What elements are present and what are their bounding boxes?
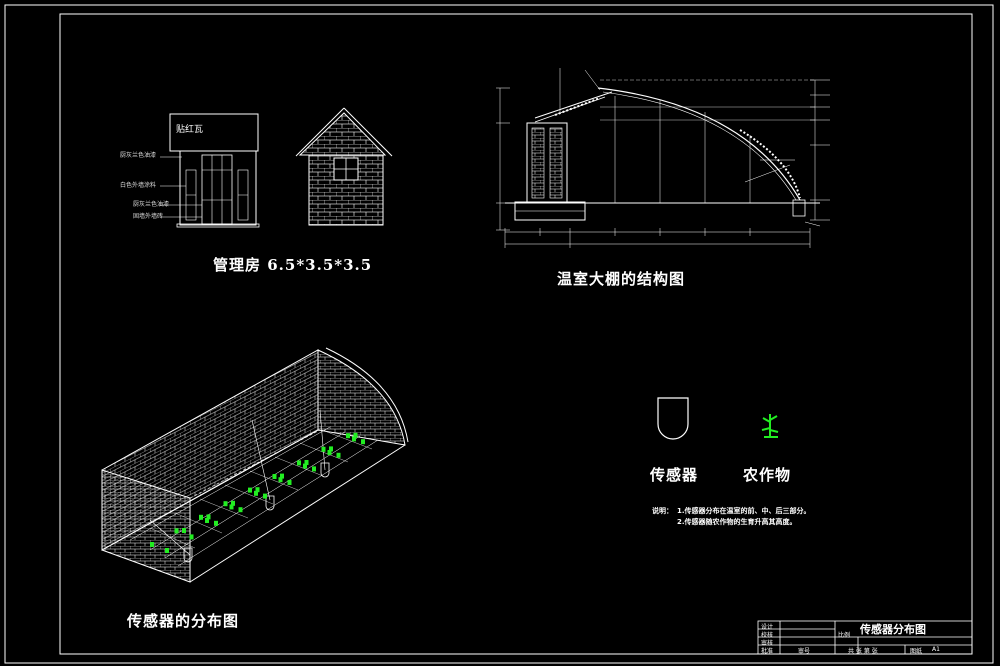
title-block-scale: 比例 <box>838 632 851 639</box>
drawing-title: 传感器分布图 <box>860 623 926 636</box>
title-block-row-approve: 批准 <box>761 648 774 655</box>
crop-marker <box>346 433 350 439</box>
sensor-layout-isometric <box>101 347 409 583</box>
greenhouse-structure-section <box>496 68 830 248</box>
crop-marker <box>231 500 235 506</box>
title-block-sheet-label: 图纸 <box>910 648 923 655</box>
title-block-audit: 审号 <box>798 648 811 655</box>
crop-markers <box>150 432 365 553</box>
crop-marker <box>214 520 218 526</box>
management-house-side <box>295 107 393 226</box>
title-block-sheet-size: A1 <box>932 646 940 653</box>
inner-frame <box>59 13 973 655</box>
crop-marker <box>248 487 252 493</box>
crop-marker <box>255 487 260 493</box>
crop-marker <box>297 460 301 466</box>
crop-marker <box>199 514 203 520</box>
crop-marker <box>150 542 154 547</box>
sensor-layout-title: 传感器的分布图 <box>127 612 240 630</box>
crop-marker <box>174 528 179 534</box>
legend-sensor-label: 传感器 <box>650 466 699 484</box>
title-block-row-design: 设计 <box>761 624 774 631</box>
legend-crop-label: 农作物 <box>743 466 792 484</box>
crop-marker <box>312 466 316 472</box>
greenhouse-structure-title: 温室大棚的结构图 <box>557 270 686 288</box>
crop-marker <box>329 446 333 452</box>
note-line-1: 1.传感器分布在温室的前、中、后三部分。 <box>677 507 811 515</box>
crop-marker <box>205 518 209 523</box>
crop-marker <box>352 436 356 442</box>
crop-marker <box>189 534 194 540</box>
title-block-row-review: 审核 <box>761 640 774 647</box>
sensor-symbol <box>657 397 689 440</box>
crop-marker <box>327 450 332 455</box>
title-block-row-check: 校核 <box>761 632 774 639</box>
crop-marker <box>303 463 307 469</box>
crop-marker <box>336 452 341 458</box>
crop-marker <box>361 439 365 445</box>
crop-symbol <box>761 414 779 438</box>
crop-marker <box>229 504 234 510</box>
title-block <box>757 620 973 655</box>
crop-marker <box>223 501 228 507</box>
crop-marker <box>278 477 283 483</box>
crop-marker <box>280 473 284 479</box>
management-house-front <box>160 113 260 228</box>
note-line-2: 2.传感器随农作物的生育升高其高度。 <box>677 518 797 526</box>
callout-1: 厨灰兰色油漆 <box>120 152 157 159</box>
outer-frame <box>4 4 994 664</box>
crop-marker <box>353 432 358 438</box>
crop-marker <box>321 446 326 452</box>
notes-heading: 说明： <box>652 507 673 515</box>
crop-marker <box>304 460 309 465</box>
roof-label: 贴红瓦 <box>176 125 204 135</box>
crop-marker <box>238 507 243 513</box>
management-house-title: 管理房 6.5*3.5*3.5 <box>213 256 373 274</box>
title-block-sheet-count: 共 张 第 张 <box>848 648 878 655</box>
callout-2: 白色外墙涂料 <box>120 182 157 189</box>
crop-marker <box>272 474 277 479</box>
crop-marker <box>254 490 258 496</box>
crop-marker <box>165 548 169 553</box>
callout-3: 厨灰兰色油漆 <box>133 201 170 208</box>
crop-marker <box>263 493 267 499</box>
crop-marker <box>182 528 186 533</box>
crop-marker <box>206 514 211 520</box>
crop-marker <box>287 480 292 485</box>
callout-4: 固墙外墙砖 <box>133 213 164 220</box>
